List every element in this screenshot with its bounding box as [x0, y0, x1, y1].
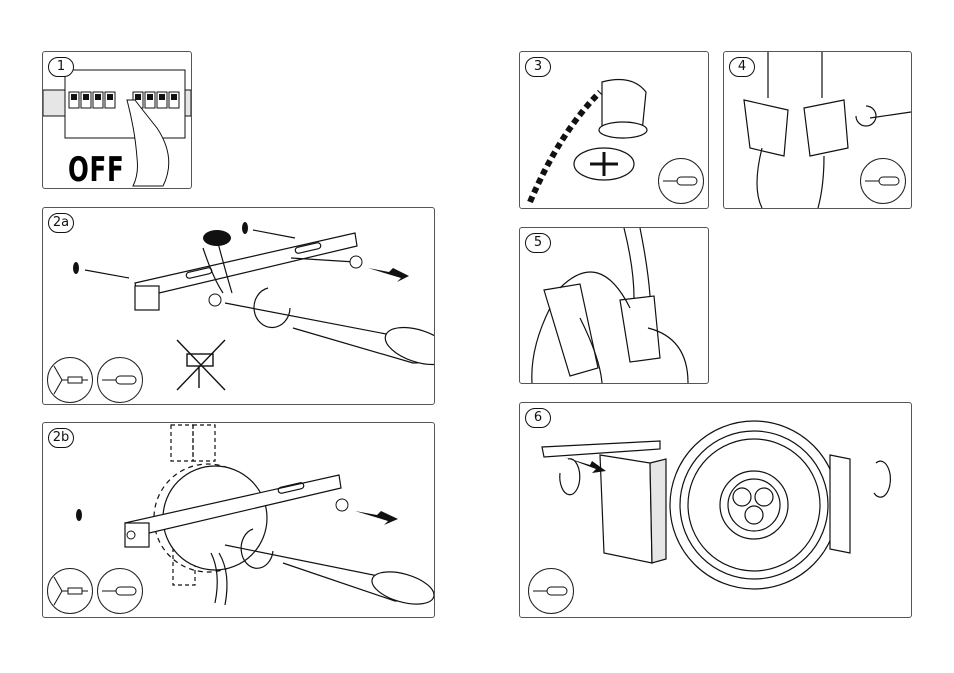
step-number: 3 [525, 57, 551, 77]
push-arrow-icon [368, 268, 409, 282]
screwdriver-icon [97, 568, 143, 614]
push-arrow-icon [355, 511, 398, 525]
screwdriver-icon [860, 158, 906, 204]
step-number: 6 [525, 408, 551, 428]
screwdriver-icon [658, 158, 704, 204]
screwdriver-icon [528, 568, 574, 614]
no-hammer-icon [173, 336, 229, 394]
fixture-assembly-drawing [520, 403, 911, 617]
step-1-panel: 1 OFF [42, 51, 192, 189]
step-number: 4 [729, 57, 755, 77]
wall-plug-screw-icon [47, 357, 93, 403]
step-4-panel: 4 [723, 51, 912, 209]
step-6-panel: 6 [519, 402, 912, 618]
screwdriver-icon [97, 357, 143, 403]
step-3-panel: 3 [519, 51, 709, 209]
step-number: 1 [48, 57, 74, 77]
wall-plug-screw-icon [47, 568, 93, 614]
step-number: 2b [48, 428, 74, 448]
step-5-panel: 5 [519, 227, 709, 384]
step-number: 5 [525, 233, 551, 253]
step-number: 2a [48, 213, 74, 233]
step-2b-panel: 2b [42, 422, 435, 618]
off-label: OFF [68, 150, 124, 189]
cable-clamp-drawing [520, 228, 708, 383]
step-2a-panel: 2a [42, 207, 435, 405]
